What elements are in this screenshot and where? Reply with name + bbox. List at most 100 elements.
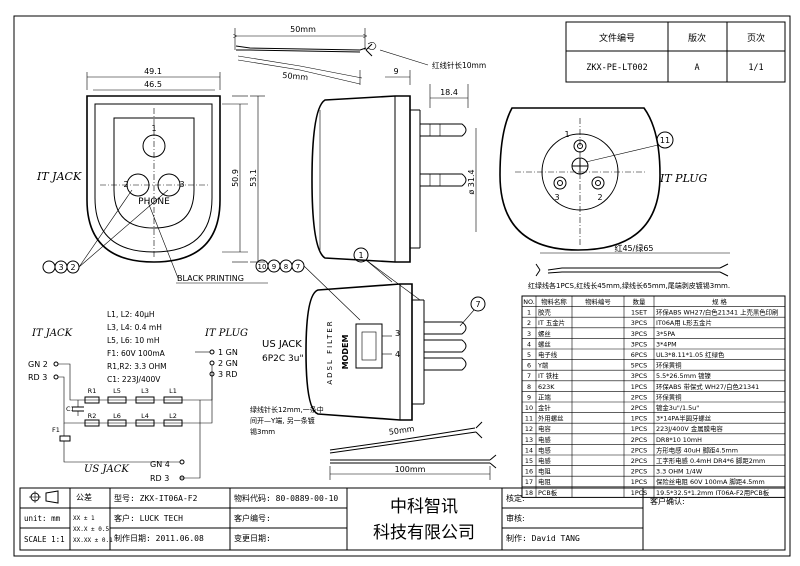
wire-note: 红绿线各1PCS,红线长45mm,绿线长65mm,尾端剥皮镀锡3mm.: [528, 281, 730, 290]
callout-3-2: 3 2: [42, 189, 169, 274]
callout-9: 9: [272, 263, 276, 271]
pin-note-3: 锡3mm: [250, 427, 275, 436]
bom-cell-r8-c4: 环保ABS 带保式 WH27/白色21341: [656, 382, 759, 391]
bom-cell-r14-c4: 方形电感 40uH 脚距4.5mm: [656, 445, 738, 454]
schem-gn2: GN 2: [28, 360, 48, 369]
plug-pin1-label: 1: [564, 130, 569, 139]
bom-cell-r11-c4: 3*14PA半圆牙螺丝: [656, 414, 712, 423]
footer-maker: 制作: David TANG: [506, 533, 580, 543]
bom-cell-r13-c0: 13: [525, 436, 533, 444]
bom-cell-r12-c1: 电容: [538, 424, 551, 433]
bom-cell-r1-c4: 环保ABS WH27/白色21341 上壳黑色印刷: [656, 308, 778, 317]
bom-cell-r2-c3: 3PCS: [631, 319, 647, 327]
doc-number-header: 文件编号: [599, 32, 635, 44]
footer-tol3: XX.XX ± 0.1: [73, 537, 113, 544]
bom-cell-r1-c3: 1SET: [631, 309, 647, 317]
red-green-length: 红45/绿65: [614, 243, 653, 253]
bom-cell-r10-c1: 金针: [538, 403, 551, 412]
footer-cust-code: 客户编号:: [234, 513, 271, 523]
footer-tol1: XX ± 1: [73, 515, 95, 522]
dim-diag-50mm: 50mm: [282, 71, 309, 82]
schem-gn4: GN 4: [150, 460, 170, 469]
company-name-2: 科技有限公司: [373, 523, 475, 543]
bom-cell-r2-c1: IT 五金片: [538, 318, 565, 327]
footer-model: 型号: ZKX-IT06A-F2: [114, 494, 198, 503]
callout-11: 11: [660, 136, 670, 145]
part-c1: C1: [66, 405, 75, 413]
bom-cell-r14-c3: 2PCS: [631, 446, 647, 454]
version-header: 版次: [688, 32, 706, 44]
param-l5l6: L5, L6: 10 mH: [107, 336, 159, 345]
us-jack-label: US JACK: [262, 339, 302, 350]
bom-cell-r10-c4: 镀金3u"/1.5u": [656, 403, 699, 412]
bom-cell-r14-c0: 14: [525, 446, 533, 454]
black-printing-label: BLACK PRINTING: [177, 274, 244, 283]
it-plug-view: 1 3 2 11 IT PLUG: [499, 107, 708, 251]
schem-2gn: 2 GN: [218, 359, 238, 368]
bom-cell-r8-c1: 623K: [538, 383, 555, 391]
bom-cell-r7-c4: 5.5*26.5mm 镀镍: [656, 371, 711, 380]
bom-cell-r7-c3: 3PCS: [631, 372, 647, 380]
part-l5: L5: [113, 387, 121, 395]
schem-it-jack: IT JACK: [31, 328, 73, 339]
bom-cell-r1-c0: 1: [527, 309, 531, 317]
bom-cell-r15-c0: 15: [525, 457, 533, 465]
bom-cell-r18-c4: 19.5*32.5*1.2mm IT06A-F2用PCB板: [656, 488, 770, 497]
bom-cell-r12-c4: 223J/400V 金属膜电容: [656, 424, 723, 433]
version-value: A: [694, 63, 699, 73]
bom-cell-r10-c3: 2PCS: [631, 404, 647, 412]
param-l1l2: L1, L2: 40μH: [107, 310, 155, 319]
bom-cell-r9-c3: 2PCS: [631, 393, 647, 401]
dim-50-9: 50.9: [231, 169, 240, 187]
it-jack-title: IT JACK: [36, 170, 82, 183]
adsl-filter-body: 7 ADSL FILTER MODEM 3 4 US JACK 6P2C 3u": [262, 283, 486, 421]
jack-pin3-label: 3: [179, 180, 184, 189]
dim-46-5: 46.5: [144, 80, 162, 89]
dim-49-1: 49.1: [144, 67, 162, 76]
schem-1gn: 1 GN: [218, 348, 238, 357]
dim-bottom-100mm: 100mm: [395, 465, 426, 474]
part-l6: L6: [113, 412, 121, 420]
part-l2: L2: [169, 412, 177, 420]
bom-cell-r16-c3: 2PCS: [631, 468, 647, 476]
callout-7-body: 7: [475, 300, 480, 309]
bom-cell-r17-c4: 保险丝电阻 60V 100mA 脚距4.5mm: [656, 477, 765, 486]
footer-scale: SCALE 1:1: [24, 535, 65, 544]
footer-change-date: 变更日期:: [234, 533, 271, 543]
schem-rd3: RD 3: [28, 373, 47, 382]
part-r1: R1: [88, 387, 97, 395]
page-value: 1/1: [748, 63, 763, 73]
bom-cell-r11-c0: 11: [525, 415, 533, 423]
bom-cell-r9-c0: 9: [527, 393, 531, 401]
bom-cell-r1-c1: 胶壳: [538, 308, 551, 317]
bom-cell-r5-c3: 6PCS: [631, 351, 647, 359]
us-jack-spec: 6P2C 3u": [262, 354, 304, 364]
bom-cell-r3-c0: 3: [527, 330, 531, 338]
bom-cell-r5-c0: 5: [527, 351, 531, 359]
bom-cell-r17-c1: 电阻: [538, 477, 551, 486]
bom-cell-r9-c4: 环保黄铜: [656, 392, 682, 401]
bottom-wires: 绿线针长12mm,一条中 间开—Y端, 另一条镀 锡3mm 50mm 100mm: [250, 405, 497, 480]
bom-cell-r4-c4: 3*4PM: [656, 340, 677, 348]
bom-cell-r4-c3: 3PCS: [631, 340, 647, 348]
bom-cell-r16-c1: 电阻: [538, 467, 551, 476]
footer-date: 制作日期: 2011.06.08: [114, 533, 204, 543]
bom-cell-r15-c1: 电感: [538, 456, 551, 465]
drawing-border: [13, 15, 791, 557]
bom-cell-r6-c0: 6: [527, 362, 531, 370]
bom-cell-r18-c0: 18: [525, 489, 533, 497]
param-r1r2: R1,R2: 3.3 OHM: [107, 362, 167, 371]
callout-10-9-8-7: 10 9 8 7 1: [255, 247, 421, 321]
it-jack-front-view: 49.1 46.5 1 2 3 PHONE IT JACK 50.9 53.1: [36, 67, 265, 263]
bom-cell-r12-c3: 1PCS: [631, 425, 647, 433]
bom-cell-r8-c3: 1PCS: [631, 383, 647, 391]
bom-cell-r11-c3: 1PCS: [631, 415, 647, 423]
pin-note-2: 间开—Y端, 另一条镀: [250, 416, 315, 425]
bom-cell-r15-c4: 工字形电感 0.4mH DR4*6 脚距2mm: [656, 456, 765, 465]
schem-us-jack: US JACK: [84, 464, 129, 475]
schem-3rd: 3 RD: [218, 370, 237, 379]
doc-number-value: ZKX-PE-LT002: [586, 63, 647, 73]
bom-cell-r18-c3: 1PCS: [631, 489, 647, 497]
jack-pin1-label: 1: [151, 124, 156, 133]
